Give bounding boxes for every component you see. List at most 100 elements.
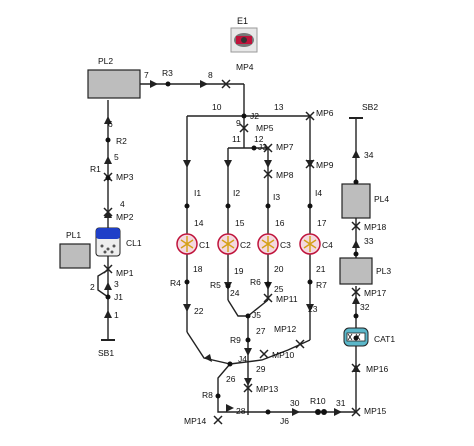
- link-17: 17: [317, 218, 327, 228]
- label-mp4: MP4: [236, 62, 254, 72]
- link-20: 20: [274, 264, 284, 274]
- link-7: 7: [144, 70, 149, 80]
- link-27: 27: [256, 326, 266, 336]
- label-mp18: MP18: [364, 222, 386, 232]
- label-j4: J4: [238, 354, 247, 364]
- valve-mp4[interactable]: [221, 79, 231, 89]
- valve-mp10[interactable]: [259, 349, 269, 359]
- link-28: 28: [236, 406, 246, 416]
- label-j6: J6: [280, 416, 289, 426]
- label-i3: I3: [273, 192, 280, 202]
- label-mp12: MP12: [274, 324, 296, 334]
- label-sb1: SB1: [98, 348, 114, 358]
- valve-mp12[interactable]: [295, 339, 305, 349]
- pl1-tank[interactable]: [59, 243, 91, 269]
- valve-mp6[interactable]: [305, 111, 315, 121]
- label-i2: I2: [233, 188, 240, 198]
- label-i4: I4: [315, 188, 322, 198]
- node-labels: E1 PL2 PL1 CL1 SB1 SB2 PL4 PL3 CAT1 C1 C…: [66, 16, 395, 426]
- label-mp1: MP1: [116, 268, 134, 278]
- valve-mp17[interactable]: [351, 287, 361, 297]
- label-sb2: SB2: [362, 102, 378, 112]
- label-mp6: MP6: [316, 108, 334, 118]
- valve-mp2[interactable]: [103, 207, 113, 217]
- label-j5: J5: [252, 310, 261, 320]
- label-mp3: MP3: [116, 172, 134, 182]
- compressor-c1[interactable]: [176, 233, 198, 255]
- label-mp5: MP5: [256, 123, 274, 133]
- valve-mp15[interactable]: [351, 407, 361, 417]
- label-pl2: PL2: [98, 56, 113, 66]
- label-cat1: CAT1: [374, 334, 395, 344]
- label-r5: R5: [210, 280, 221, 290]
- engine-icon[interactable]: [230, 27, 258, 53]
- link-12: 12: [254, 134, 264, 144]
- link-19: 19: [234, 266, 244, 276]
- link-34: 34: [364, 150, 374, 160]
- label-mp11: MP11: [276, 294, 298, 304]
- label-mp16: MP16: [366, 364, 388, 374]
- link-33: 33: [364, 236, 374, 246]
- label-mp10: MP10: [272, 350, 294, 360]
- label-c4: C4: [322, 240, 333, 250]
- compressor-c4[interactable]: [299, 233, 321, 255]
- link-21: 21: [316, 264, 326, 274]
- label-mp15: MP15: [364, 406, 386, 416]
- link-1: 1: [114, 310, 119, 320]
- link-labels: 1 2 3 4 5 6 7 8 9 10 11 12 13 14 15 16 1…: [90, 70, 374, 416]
- label-r10: R10: [310, 396, 326, 406]
- valve-mp7[interactable]: [263, 143, 273, 153]
- link-15: 15: [235, 218, 245, 228]
- label-j2: J2: [250, 111, 259, 121]
- pl2-tank[interactable]: [87, 69, 141, 99]
- compressor-c2[interactable]: [217, 233, 239, 255]
- link-25: 25: [274, 284, 284, 294]
- valve-mp14[interactable]: [213, 415, 223, 425]
- label-cl1: CL1: [126, 238, 142, 248]
- label-mp17: MP17: [364, 288, 386, 298]
- link-14: 14: [194, 218, 204, 228]
- valve-mp5[interactable]: [239, 123, 249, 133]
- link-9: 9: [236, 118, 241, 128]
- link-18: 18: [193, 264, 203, 274]
- valve-mp11[interactable]: [263, 293, 273, 303]
- link-22: 22: [194, 306, 204, 316]
- label-pl4: PL4: [374, 194, 389, 204]
- compressor-c3[interactable]: [257, 233, 279, 255]
- valve-mp9[interactable]: [305, 159, 315, 169]
- label-mp8: MP8: [276, 170, 294, 180]
- pl3-tank[interactable]: [339, 257, 373, 285]
- link-2: 2: [90, 282, 95, 292]
- flow-arrows: [104, 80, 360, 416]
- pipes: [97, 83, 357, 415]
- label-pl3: PL3: [376, 266, 391, 276]
- label-e1: E1: [237, 16, 248, 26]
- valve-mp16[interactable]: [351, 363, 361, 373]
- link-31: 31: [336, 398, 346, 408]
- link-32: 32: [360, 302, 370, 312]
- pl4-tank[interactable]: [341, 183, 371, 219]
- valves: [103, 79, 361, 425]
- valve-mp18[interactable]: [351, 221, 361, 231]
- valve-mp8[interactable]: [263, 169, 273, 179]
- label-r1: R1: [90, 164, 101, 174]
- cooler-icon[interactable]: [95, 227, 121, 257]
- label-j3: J3: [258, 142, 267, 152]
- link-24: 24: [230, 288, 240, 298]
- link-5: 5: [114, 152, 119, 162]
- label-r9: R9: [230, 335, 241, 345]
- link-4: 4: [120, 199, 125, 209]
- link-16: 16: [275, 218, 285, 228]
- label-c2: C2: [240, 240, 251, 250]
- valve-mp1[interactable]: [103, 264, 113, 274]
- link-26: 26: [226, 374, 236, 384]
- link-3: 3: [114, 279, 119, 289]
- link-30: 30: [290, 398, 300, 408]
- valve-mp13[interactable]: [243, 383, 253, 393]
- label-r7: R7: [316, 280, 327, 290]
- label-mp9: MP9: [316, 160, 334, 170]
- label-j1: J1: [114, 292, 123, 302]
- label-i1: I1: [194, 188, 201, 198]
